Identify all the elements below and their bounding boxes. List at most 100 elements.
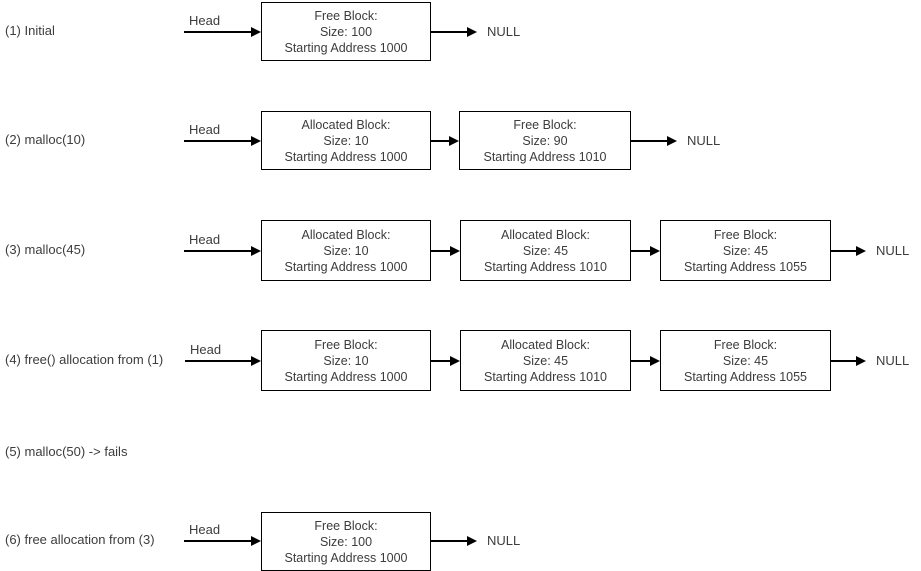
head-label: Head bbox=[190, 342, 222, 357]
block-size-text: Size: 10 bbox=[323, 133, 369, 148]
arrow-shaft bbox=[184, 250, 252, 252]
arrow-head-icon bbox=[449, 136, 459, 146]
arrow-shaft bbox=[831, 250, 857, 252]
block-address-text: Starting Address 1000 bbox=[284, 550, 408, 565]
block-type-text: Free Block: bbox=[513, 117, 577, 132]
head-pointer-arrow bbox=[184, 536, 261, 546]
null-label: NULL bbox=[687, 133, 721, 148]
block-type-text: Free Block: bbox=[314, 518, 378, 533]
arrow-head-icon bbox=[251, 136, 261, 146]
block-address-text: Starting Address 1010 bbox=[484, 259, 607, 274]
null-label: NULL bbox=[876, 353, 910, 368]
block-size-text: Size: 45 bbox=[522, 353, 569, 368]
block-size-text: Size: 45 bbox=[722, 243, 769, 258]
next-pointer-arrow bbox=[631, 246, 660, 256]
block-size-text: Size: 100 bbox=[319, 24, 373, 39]
arrow-shaft bbox=[431, 140, 450, 142]
block-address-text: Starting Address 1055 bbox=[684, 259, 807, 274]
block-size-text: Size: 45 bbox=[722, 353, 769, 368]
block-type-text: Allocated Block: bbox=[301, 117, 391, 132]
arrow-shaft bbox=[631, 250, 651, 252]
arrow-head-icon bbox=[650, 356, 660, 366]
block-type-text: Free Block: bbox=[314, 337, 378, 352]
block-size-text: Size: 10 bbox=[323, 243, 369, 258]
head-pointer-arrow bbox=[184, 27, 261, 37]
head-label: Head bbox=[189, 522, 221, 537]
next-pointer-arrow bbox=[431, 246, 460, 256]
null-pointer-arrow bbox=[631, 136, 677, 146]
arrow-shaft bbox=[631, 360, 651, 362]
arrow-shaft bbox=[831, 360, 857, 362]
block-address-text: Starting Address 1000 bbox=[284, 40, 408, 55]
block-type-text: Allocated Block: bbox=[501, 227, 590, 242]
null-label: NULL bbox=[487, 24, 521, 39]
arrow-head-icon bbox=[251, 246, 261, 256]
block-address-text: Starting Address 1055 bbox=[684, 369, 807, 384]
step-label: (5) malloc(50) -> fails bbox=[5, 444, 128, 459]
block-type-text: Allocated Block: bbox=[301, 227, 391, 242]
block-address-text: Starting Address 1000 bbox=[284, 369, 408, 384]
null-pointer-arrow bbox=[431, 536, 477, 546]
head-pointer-arrow bbox=[185, 356, 261, 366]
arrow-shaft bbox=[184, 140, 252, 142]
arrow-shaft bbox=[431, 250, 451, 252]
block-type-text: Allocated Block: bbox=[501, 337, 590, 352]
block-type-text: Free Block: bbox=[314, 8, 378, 23]
step-label: (6) free allocation from (3) bbox=[5, 532, 155, 547]
block-address-text: Starting Address 1010 bbox=[484, 369, 607, 384]
block-type-text: Free Block: bbox=[713, 337, 778, 352]
next-pointer-arrow bbox=[431, 356, 460, 366]
head-label: Head bbox=[189, 122, 221, 137]
block-size-text: Size: 90 bbox=[522, 133, 568, 148]
block-type-text: Free Block: bbox=[713, 227, 778, 242]
head-label: Head bbox=[189, 232, 221, 247]
arrow-shaft bbox=[184, 31, 252, 33]
head-pointer-arrow bbox=[184, 136, 261, 146]
arrow-head-icon bbox=[856, 246, 866, 256]
block-size-text: Size: 10 bbox=[323, 353, 369, 368]
arrow-head-icon bbox=[467, 27, 477, 37]
arrow-head-icon bbox=[650, 246, 660, 256]
step-label: (3) malloc(45) bbox=[5, 242, 86, 257]
head-label: Head bbox=[189, 13, 221, 28]
arrow-shaft bbox=[431, 540, 468, 542]
null-label: NULL bbox=[876, 243, 910, 258]
arrow-shaft bbox=[184, 540, 252, 542]
step-label: (1) Initial bbox=[5, 23, 55, 38]
block-address-text: Starting Address 1010 bbox=[483, 149, 607, 164]
arrow-head-icon bbox=[450, 356, 460, 366]
arrow-shaft bbox=[185, 360, 252, 362]
arrow-head-icon bbox=[467, 536, 477, 546]
block-address-text: Starting Address 1000 bbox=[284, 149, 408, 164]
step-label: (2) malloc(10) bbox=[5, 132, 86, 147]
next-pointer-arrow bbox=[631, 356, 660, 366]
arrow-shaft bbox=[631, 140, 668, 142]
arrow-head-icon bbox=[856, 356, 866, 366]
arrow-head-icon bbox=[667, 136, 677, 146]
block-size-text: Size: 100 bbox=[319, 534, 373, 549]
block-size-text: Size: 45 bbox=[522, 243, 569, 258]
arrow-head-icon bbox=[251, 27, 261, 37]
arrow-shaft bbox=[431, 360, 451, 362]
arrow-head-icon bbox=[251, 536, 261, 546]
block-address-text: Starting Address 1000 bbox=[284, 259, 408, 274]
arrow-head-icon bbox=[251, 356, 261, 366]
head-pointer-arrow bbox=[184, 246, 261, 256]
null-label: NULL bbox=[487, 533, 521, 548]
null-pointer-arrow bbox=[431, 27, 477, 37]
next-pointer-arrow bbox=[431, 136, 459, 146]
arrow-head-icon bbox=[450, 246, 460, 256]
step-label: (4) free() allocation from (1) bbox=[5, 352, 164, 367]
null-pointer-arrow bbox=[831, 246, 866, 256]
